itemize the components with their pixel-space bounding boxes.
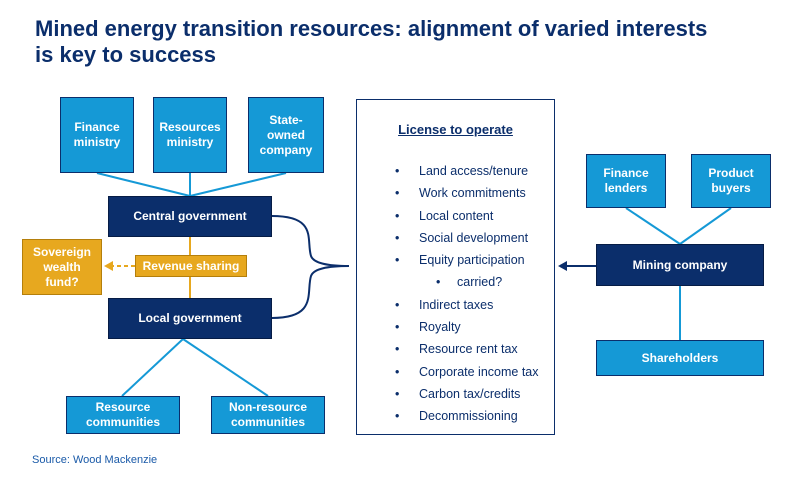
license-item: Carbon tax/credits <box>357 383 554 406</box>
license-item: Indirect taxes <box>357 294 554 317</box>
sovereign-fund-box: Sovereign wealth fund? <box>22 239 102 295</box>
finance-lenders-label: Finance lenders <box>603 166 649 195</box>
government-brace <box>271 215 350 319</box>
license-items-list: Land access/tenure Work commitments Loca… <box>357 160 554 428</box>
shareholders-box: Shareholders <box>596 340 764 376</box>
local-government-box: Local government <box>108 298 272 339</box>
resources-ministry-label: Resources ministry <box>159 120 221 149</box>
local-government-label: Local government <box>138 311 242 325</box>
source-note: Source: Wood Mackenzie <box>32 454 158 466</box>
sovereign-fund-label: Sovereign wealth fund? <box>32 244 92 289</box>
nonresource-communities-box: Non-resource communities <box>211 396 325 434</box>
license-item: Work commitments <box>357 182 554 205</box>
product-buyers-box: Product buyers <box>691 154 771 208</box>
license-item: Equity participation <box>357 249 554 272</box>
title-line-2: is key to success <box>35 42 217 67</box>
resources-ministry-box: Resources ministry <box>153 97 227 173</box>
revenue-sharing-label: Revenue sharing <box>142 258 240 273</box>
license-item: Local content <box>357 205 554 228</box>
arrowhead-license <box>558 261 567 271</box>
resource-communities-box: Resource communities <box>66 396 180 434</box>
product-buyers-label: Product buyers <box>708 166 754 195</box>
central-government-box: Central government <box>108 196 272 237</box>
resource-communities-label: Resource communities <box>85 400 160 429</box>
license-item: Corporate income tax <box>357 361 554 384</box>
finance-ministry-label: Finance ministry <box>73 120 121 149</box>
license-title: License to operate <box>398 122 513 137</box>
revenue-sharing-box: Revenue sharing <box>135 255 247 277</box>
connector-finance-lenders <box>625 207 681 245</box>
license-item: Social development <box>357 227 554 250</box>
connector-nonresource-communities <box>182 338 269 397</box>
mining-company-box: Mining company <box>596 244 764 286</box>
license-item: Royalty <box>357 316 554 339</box>
title-line-1: Mined energy transition resources: align… <box>35 16 708 41</box>
license-subitem: carried? <box>357 271 554 294</box>
license-item: Decommissioning <box>357 405 554 428</box>
state-company-label: State-owned company <box>259 112 313 157</box>
connector-finance-ministry <box>96 172 191 197</box>
page-title: Mined energy transition resources: align… <box>35 16 775 68</box>
license-item: Land access/tenure <box>357 160 554 183</box>
license-item: Resource rent tax <box>357 338 554 361</box>
state-company-box: State-owned company <box>248 97 324 173</box>
finance-ministry-box: Finance ministry <box>60 97 134 173</box>
finance-lenders-box: Finance lenders <box>586 154 666 208</box>
connector-resource-communities <box>121 338 184 397</box>
shareholders-label: Shareholders <box>641 350 719 365</box>
connector-state-company <box>189 172 287 197</box>
central-government-label: Central government <box>133 209 247 223</box>
nonresource-communities-label: Non-resource communities <box>228 400 308 429</box>
arrowhead-sovereign-fund <box>104 261 113 271</box>
mining-company-label: Mining company <box>632 257 728 272</box>
license-to-operate-box: License to operate Land access/tenure Wo… <box>356 99 555 435</box>
connector-product-buyers <box>679 207 732 245</box>
